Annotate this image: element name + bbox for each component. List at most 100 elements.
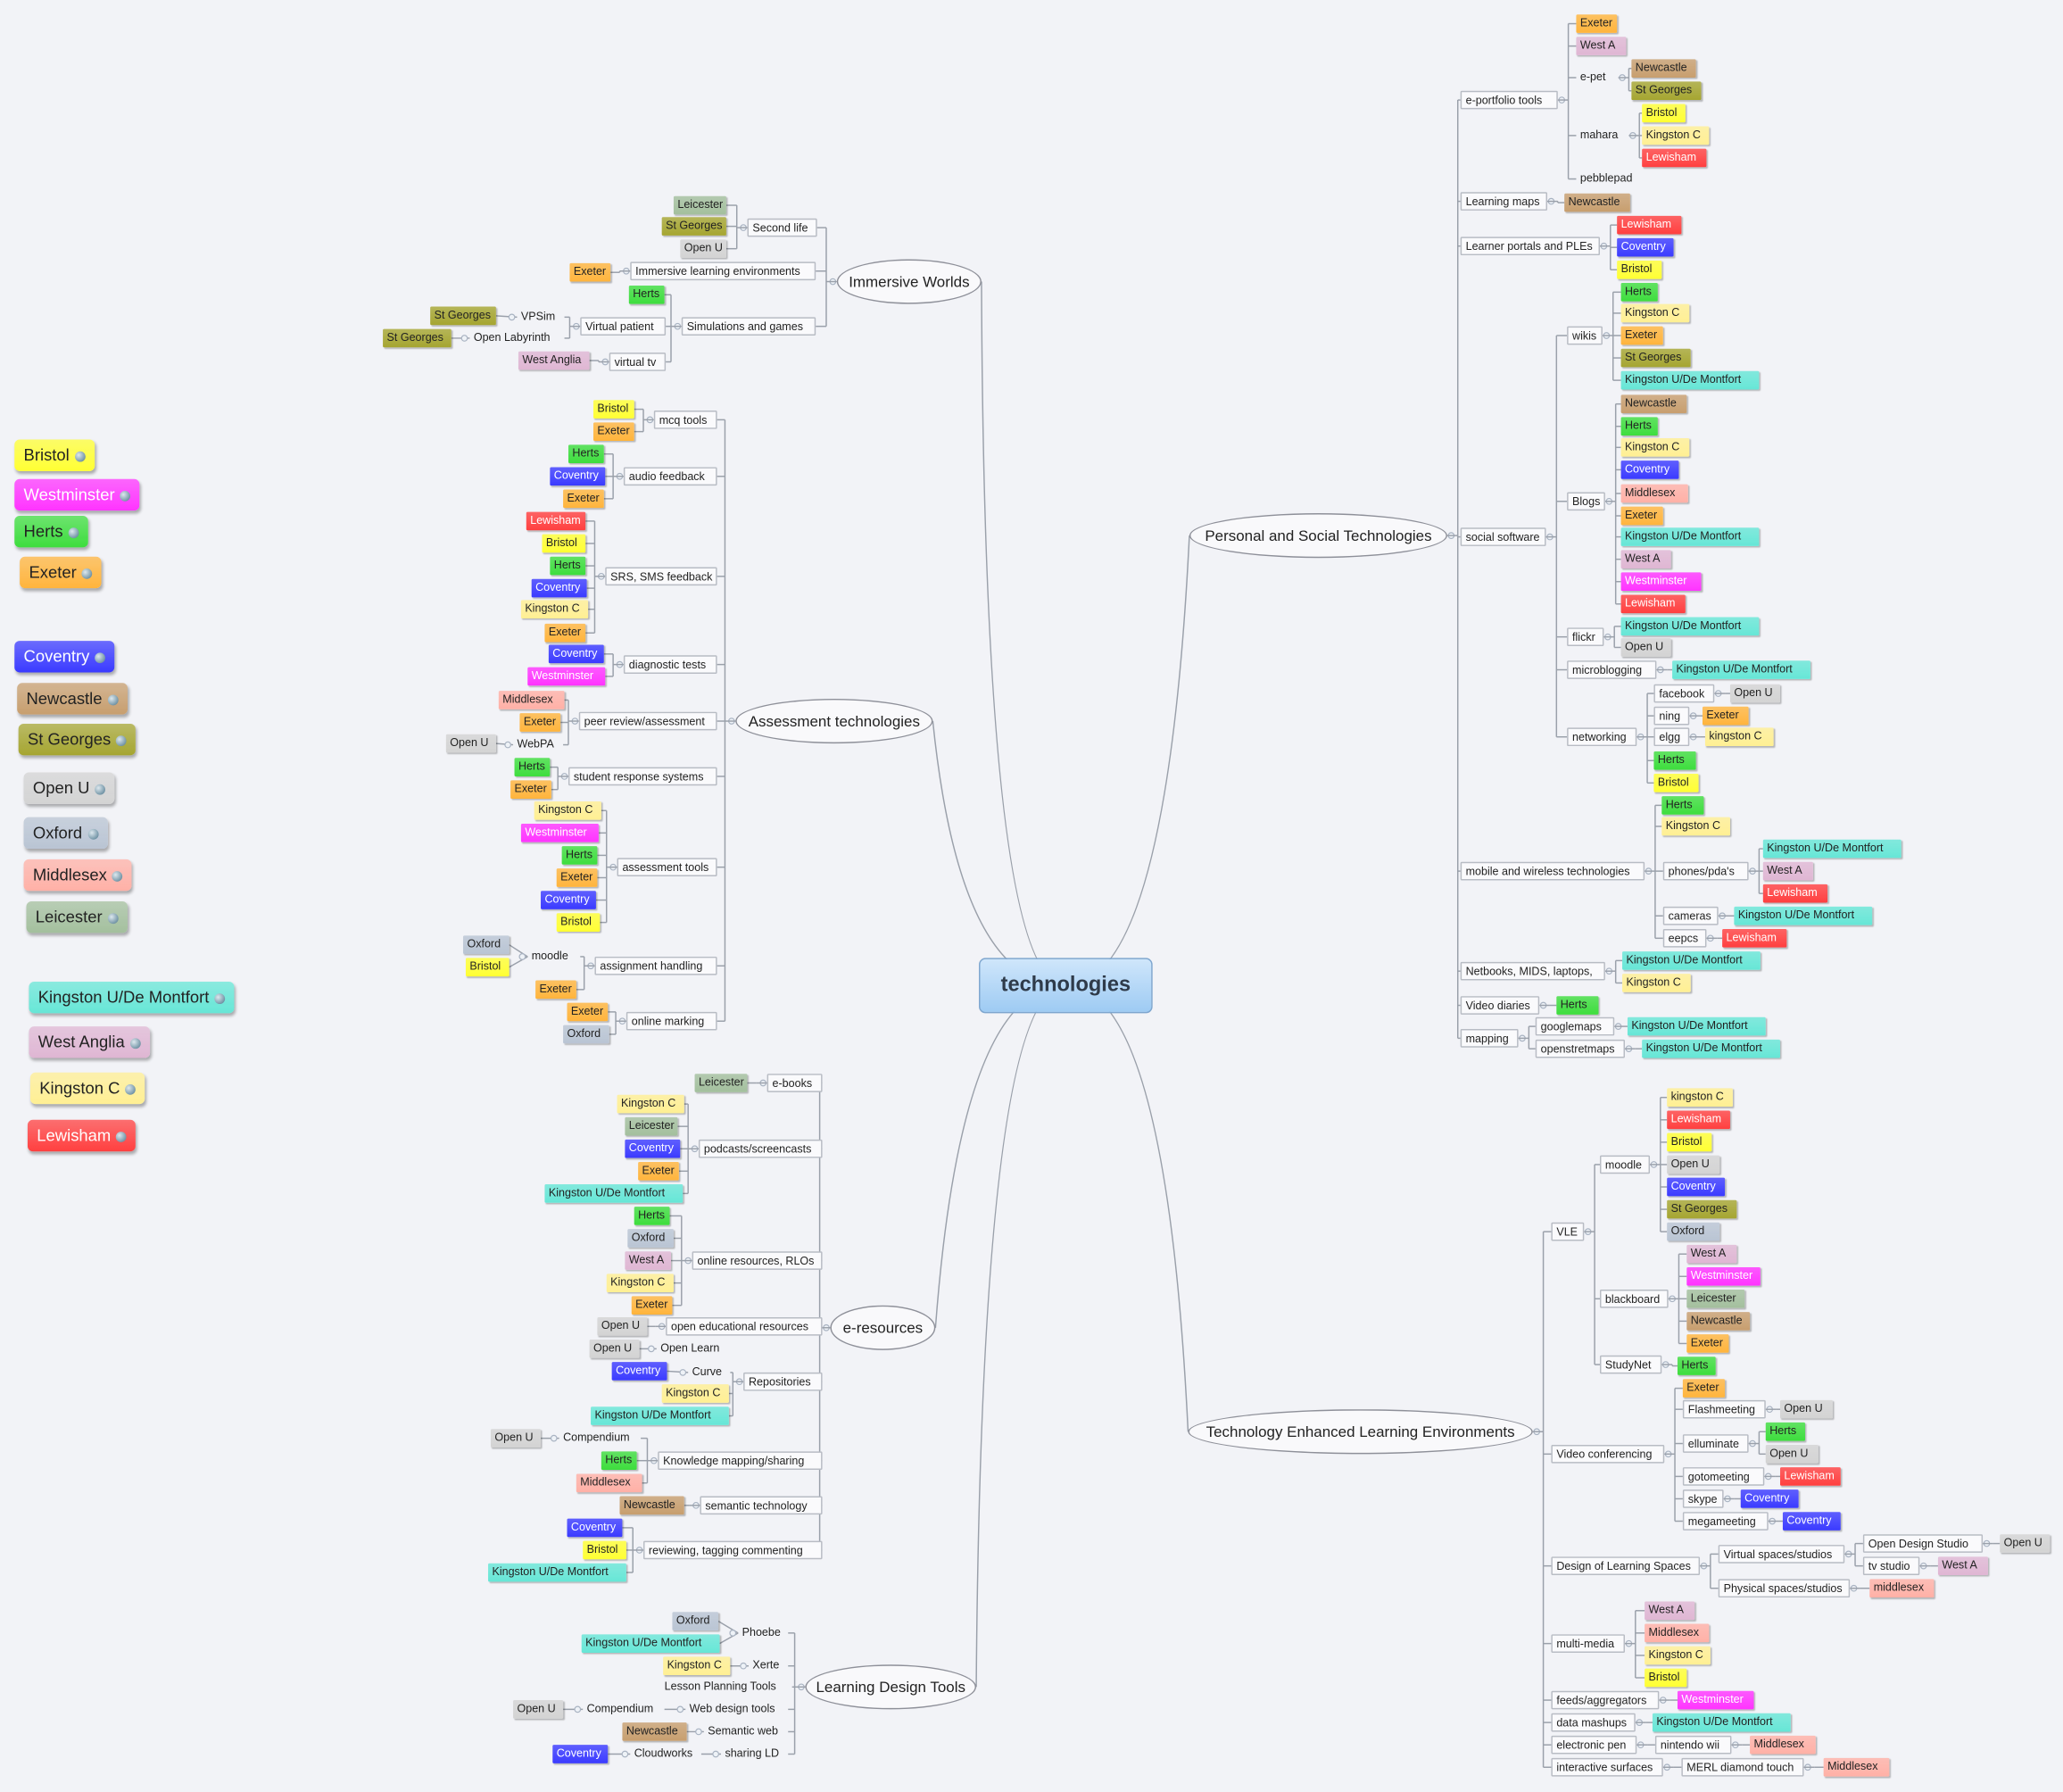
topic-merl-diamond-touch[interactable]: MERL diamond touch [1681,1757,1804,1777]
topic-reviewing-tagging-commenting[interactable]: reviewing, tagging commenting [643,1540,823,1560]
legend-item-lewisham[interactable]: Lewisham [27,1119,137,1152]
topic-compendium[interactable]: Compendium [586,1701,654,1715]
branch-technology-enhanced-learning-environments[interactable]: Technology Enhanced Learning Environment… [1188,1409,1533,1455]
topic-assignment-handling[interactable]: assignment handling [594,956,717,975]
topic-vle[interactable]: VLE [1551,1222,1585,1241]
legend-item-oxford[interactable]: Oxford [23,817,108,850]
legend-item-herts[interactable]: Herts [14,516,88,548]
topic-flashmeeting[interactable]: Flashmeeting [1682,1399,1766,1419]
topic-googlemaps[interactable]: googlemaps [1535,1016,1615,1036]
topic-immersive-learning-environments[interactable]: Immersive learning environments [630,261,816,281]
topic-simulations-and-games[interactable]: Simulations and games [681,317,816,336]
topic-e-pet[interactable]: e-pet [1579,70,1606,83]
topic-podcasts-screencasts[interactable]: podcasts/screencasts [698,1139,823,1158]
topic-semantic-web[interactable]: Semantic web [708,1723,779,1738]
topic-microblogging[interactable]: microblogging [1567,660,1657,679]
topic-web-design-tools[interactable]: Web design tools [689,1701,775,1715]
legend-item-newcastle[interactable]: Newcastle [17,683,128,715]
topic-open-design-studio[interactable]: Open Design Studio [1862,1534,1984,1553]
legend-item-exeter[interactable]: Exeter [20,556,102,589]
topic-megameeting[interactable]: megameeting [1682,1512,1769,1531]
topic-wikis[interactable]: wikis [1567,326,1603,345]
topic-feeds-aggregators[interactable]: feeds/aggregators [1551,1690,1660,1710]
topic-open-learn[interactable]: Open Learn [660,1340,720,1355]
topic-assessment-tools[interactable]: assessment tools [617,858,717,877]
topic-design-of-learning-spaces[interactable]: Design of Learning Spaces [1551,1556,1701,1575]
topic-learner-portals-and-ples[interactable]: Learner portals and PLEs [1460,236,1600,256]
legend-item-st-georges[interactable]: St Georges [18,723,137,756]
topic-data-mashups[interactable]: data mashups [1551,1713,1636,1732]
legend-item-kingston-u-de-montfort[interactable]: Kingston U/De Montfort [29,981,235,1014]
topic-student-response-systems[interactable]: student response systems [568,767,717,786]
branch-e-resources[interactable]: e-resources [830,1305,936,1350]
topic-learning-maps[interactable]: Learning maps [1460,192,1548,211]
topic-interactive-surfaces[interactable]: interactive surfaces [1551,1757,1663,1777]
branch-personal-and-social-technologies[interactable]: Personal and Social Technologies [1189,513,1447,559]
topic-sharing-ld[interactable]: sharing LD [725,1746,780,1760]
topic-pebblepad[interactable]: pebblepad [1579,170,1633,185]
topic-cameras[interactable]: cameras [1662,906,1719,925]
topic-repositories[interactable]: Repositories [743,1372,823,1391]
root-topic[interactable]: technologies [979,958,1153,1014]
topic-virtual-patient[interactable]: Virtual patient [580,317,667,336]
topic-facebook[interactable]: facebook [1653,684,1715,703]
topic-vpsim[interactable]: VPSim [520,309,556,323]
legend-item-kingston-c[interactable]: Kingston C [29,1072,145,1105]
topic-e-portfolio-tools[interactable]: e-portfolio tools [1460,90,1558,110]
topic-virtual-tv[interactable]: virtual tv [609,353,667,371]
topic-gotomeeting[interactable]: gotomeeting [1682,1467,1765,1486]
topic-online-resources-rlos[interactable]: online resources, RLOs [692,1251,823,1270]
topic-social-software[interactable]: social software [1460,527,1546,546]
topic-ning[interactable]: ning [1653,706,1690,726]
topic-mahara[interactable]: mahara [1579,128,1619,141]
topic-knowledge-mapping-sharing[interactable]: Knowledge mapping/sharing [658,1451,823,1471]
topic-video-conferencing[interactable]: Video conferencing [1551,1445,1665,1464]
legend-item-open-u[interactable]: Open U [23,772,115,804]
topic-lesson-planning-tools[interactable]: Lesson Planning Tools [664,1679,776,1693]
legend-item-west-anglia[interactable]: West Anglia [29,1026,150,1058]
topic-mobile-and-wireless-technologies[interactable]: mobile and wireless technologies [1460,861,1645,881]
topic-physical-spaces-studios[interactable]: Physical spaces/studios [1718,1579,1851,1598]
topic-moodle[interactable]: moodle [531,949,568,962]
topic-moodle[interactable]: moodle [1599,1155,1651,1174]
topic-openstretmaps[interactable]: openstretmaps [1535,1039,1626,1058]
topic-elgg[interactable]: elgg [1653,727,1690,747]
topic-virtual-spaces-studios[interactable]: Virtual spaces/studios [1718,1545,1845,1564]
topic-mapping[interactable]: mapping [1460,1029,1519,1048]
legend-item-westminster[interactable]: Westminster [14,478,140,511]
topic-video-diaries[interactable]: Video diaries [1460,996,1540,1015]
legend-item-leicester[interactable]: Leicester [26,901,128,933]
topic-second-life[interactable]: Second life [747,218,817,237]
topic-semantic-technology[interactable]: semantic technology [700,1496,823,1515]
topic-skype[interactable]: skype [1682,1489,1724,1508]
legend-item-middlesex[interactable]: Middlesex [23,859,132,892]
topic-curve[interactable]: Curve [692,1365,723,1378]
topic-netbooks-mids-laptops[interactable]: Netbooks, MIDS, laptops, [1460,961,1605,981]
topic-audio-feedback[interactable]: audio feedback [623,467,717,486]
topic-elluminate[interactable]: elluminate [1682,1434,1749,1453]
topic-diagnostic-tests[interactable]: diagnostic tests [623,655,717,674]
topic-open-educational-resources[interactable]: open educational resources [666,1316,823,1336]
topic-compendium[interactable]: Compendium [563,1430,630,1444]
topic-e-books[interactable]: e-books [766,1074,823,1092]
topic-phones-pda-s[interactable]: phones/pda's [1662,861,1749,881]
legend-item-bristol[interactable]: Bristol [14,439,95,471]
branch-learning-design-tools[interactable]: Learning Design Tools [805,1664,977,1710]
topic-blackboard[interactable]: blackboard [1599,1290,1669,1308]
topic-cloudworks[interactable]: Cloudworks [634,1746,693,1760]
branch-immersive-worlds[interactable]: Immersive Worlds [836,259,982,304]
topic-tv-studio[interactable]: tv studio [1862,1556,1920,1575]
topic-xerte[interactable]: Xerte [752,1657,780,1672]
legend-item-coventry[interactable]: Coventry [14,641,115,673]
topic-flickr[interactable]: flickr [1567,627,1604,646]
topic-online-marking[interactable]: online marking [626,1011,717,1031]
topic-phoebe[interactable]: Phoebe [742,1625,781,1639]
topic-nintendo-wii[interactable]: nintendo wii [1654,1735,1732,1755]
topic-studynet[interactable]: StudyNet [1599,1355,1662,1374]
topic-blogs[interactable]: Blogs [1567,492,1605,511]
topic-multi-media[interactable]: multi-media [1551,1634,1626,1653]
branch-assessment-technologies[interactable]: Assessment technologies [735,698,933,744]
topic-open-labyrinth[interactable]: Open Labyrinth [473,330,551,344]
topic-webpa[interactable]: WebPA [517,736,554,751]
topic-mcq-tools[interactable]: mcq tools [653,411,717,429]
